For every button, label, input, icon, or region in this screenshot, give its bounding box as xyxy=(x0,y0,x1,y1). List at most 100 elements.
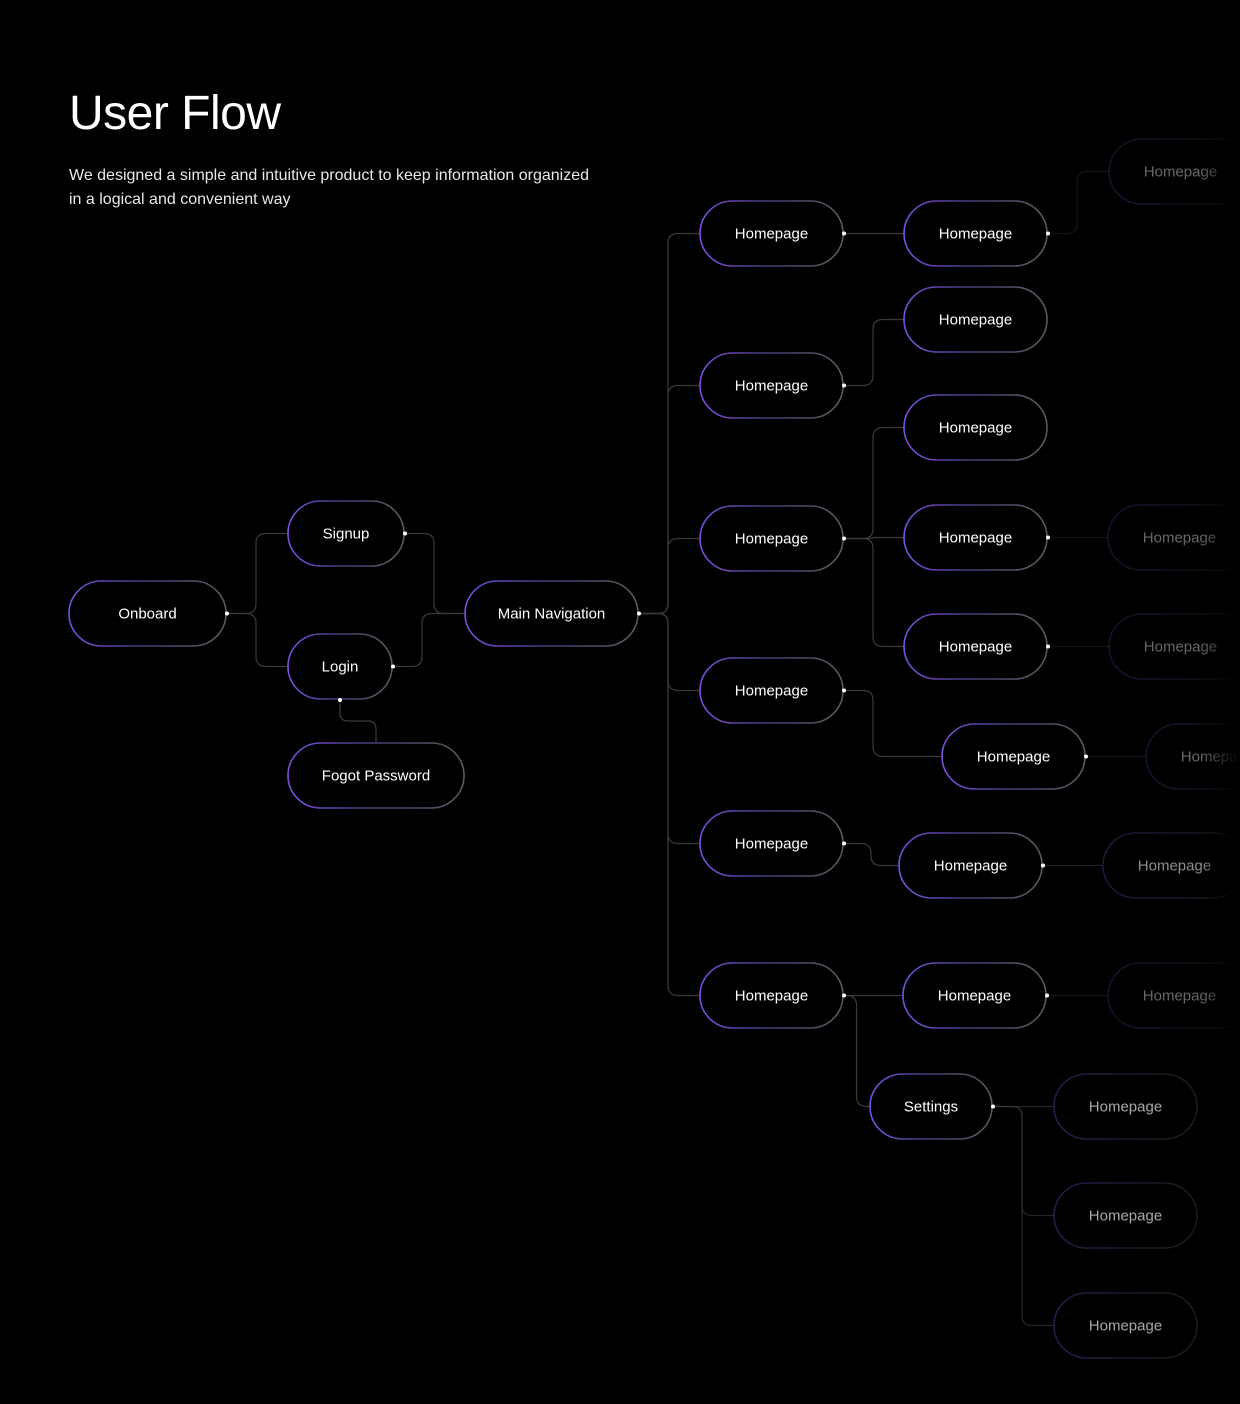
flow-node-settings[interactable]: Settings xyxy=(869,1073,995,1140)
connector-line xyxy=(843,536,904,540)
flow-node-hp6a[interactable]: Homepage xyxy=(902,962,1049,1029)
flow-node-hp5a1[interactable]: Homepage xyxy=(1102,832,1240,899)
flow-node-set2[interactable]: Homepage xyxy=(1053,1182,1198,1249)
node-label: Homepage xyxy=(1144,639,1217,656)
connector-line xyxy=(226,612,288,668)
connector-dot xyxy=(391,664,395,669)
connector-line xyxy=(638,384,700,615)
node-label: Homepage xyxy=(1144,164,1217,181)
flow-node-forgot[interactable]: Fogot Password xyxy=(287,742,465,809)
node-pill xyxy=(1053,1292,1198,1359)
node-label: Homepage xyxy=(735,378,808,395)
connector-line xyxy=(638,232,700,615)
connector-line xyxy=(843,318,904,387)
connector-dot xyxy=(842,383,846,388)
node-label: Homepage xyxy=(939,226,1012,243)
flow-node-hp3a[interactable]: Homepage xyxy=(903,394,1048,461)
connector-line xyxy=(843,426,904,540)
connector-line xyxy=(226,532,288,615)
node-label: Homepage xyxy=(735,226,808,243)
node-pill xyxy=(903,394,1048,461)
flow-node-hp4[interactable]: Homepage xyxy=(699,657,846,724)
connector-line xyxy=(638,612,700,845)
connector-dot xyxy=(1041,863,1045,868)
flow-node-hp3[interactable]: Homepage xyxy=(699,505,846,572)
connector-dot xyxy=(842,231,846,236)
node-label: Homepage xyxy=(934,858,1007,875)
connector-line xyxy=(843,537,904,648)
connector-dot xyxy=(637,611,641,616)
flow-node-hp3b[interactable]: Homepage xyxy=(903,504,1050,571)
flow-node-hp6a1[interactable]: Homepage xyxy=(1107,962,1240,1029)
flow-node-onboard[interactable]: Onboard xyxy=(68,580,229,647)
connector-dot xyxy=(225,611,229,616)
flow-node-hp3c1[interactable]: Homepage xyxy=(1108,613,1240,680)
flow-node-hp4a[interactable]: Homepage xyxy=(941,723,1088,790)
node-label: Homepage xyxy=(735,531,808,548)
node-label: Homepage xyxy=(939,639,1012,656)
connector-line xyxy=(1047,170,1109,235)
flow-node-set1[interactable]: Homepage xyxy=(1053,1073,1198,1140)
connector-lines xyxy=(226,170,1146,1327)
node-label: Homepage xyxy=(1089,1318,1162,1335)
connector-dot xyxy=(403,531,407,536)
flow-node-hp3c[interactable]: Homepage xyxy=(903,613,1050,680)
connector-dot xyxy=(991,1104,995,1109)
page-subtitle: We designed a simple and intuitive produ… xyxy=(69,167,590,208)
connector-line xyxy=(992,1105,1054,1327)
flow-node-hp4a1[interactable]: Homepage xyxy=(1145,723,1240,790)
connector-dot xyxy=(1045,993,1049,998)
flow-node-hp3b1[interactable]: Homepage xyxy=(1107,504,1240,571)
connector-dot xyxy=(1084,754,1088,759)
flow-node-signup[interactable]: Signup xyxy=(287,500,407,567)
node-label: Homepage xyxy=(939,530,1012,547)
connector-line xyxy=(843,994,870,1108)
connector-dot xyxy=(842,993,846,998)
node-label: Main Navigation xyxy=(498,606,606,623)
flow-node-hp2[interactable]: Homepage xyxy=(699,352,846,419)
connector-dot xyxy=(1046,644,1050,649)
flow-node-hp1a1[interactable]: Homepage xyxy=(1108,138,1240,205)
node-label: Homepage xyxy=(939,420,1012,437)
flow-node-hp1[interactable]: Homepage xyxy=(699,200,846,267)
connector-line xyxy=(843,689,942,758)
node-label: Settings xyxy=(904,1099,958,1116)
node-pill xyxy=(287,742,465,809)
flow-node-hp5a[interactable]: Homepage xyxy=(898,832,1045,899)
connector-dot xyxy=(842,841,846,846)
connector-dot xyxy=(338,698,342,702)
flow-node-set3[interactable]: Homepage xyxy=(1053,1292,1198,1359)
flow-node-main-nav[interactable]: Main Navigation xyxy=(464,580,641,647)
flow-node-login[interactable]: Login xyxy=(287,633,395,702)
flow-node-hp2a[interactable]: Homepage xyxy=(903,286,1048,353)
connector-line xyxy=(404,532,465,615)
connector-line xyxy=(392,612,465,668)
connector-dot xyxy=(1046,535,1050,540)
flow-node-hp5[interactable]: Homepage xyxy=(699,810,846,877)
connector-line xyxy=(638,612,700,997)
connector-dot xyxy=(842,536,846,541)
node-label: Fogot Password xyxy=(322,768,430,785)
node-label: Homepage xyxy=(1143,988,1216,1005)
node-label: Homepage xyxy=(977,749,1050,766)
node-pill xyxy=(1053,1073,1198,1140)
connector-line xyxy=(992,1105,1054,1217)
node-label: Homepage xyxy=(1089,1208,1162,1225)
connector-line xyxy=(339,699,377,743)
connector-line xyxy=(843,842,899,867)
connector-line xyxy=(638,612,700,692)
node-label: Homepage xyxy=(939,312,1012,329)
connector-dot xyxy=(1046,231,1050,236)
flow-node-hp1a[interactable]: Homepage xyxy=(903,200,1050,267)
flow-node-hp6[interactable]: Homepage xyxy=(699,962,846,1029)
node-label: Homepage xyxy=(735,683,808,700)
node-label: Homepage xyxy=(1089,1099,1162,1116)
connector-dot xyxy=(842,688,846,693)
node-pill xyxy=(1053,1182,1198,1249)
node-label: Login xyxy=(322,659,359,676)
node-label: Homepage xyxy=(938,988,1011,1005)
node-label: Homepage xyxy=(735,836,808,853)
node-label: Homepage xyxy=(1143,530,1216,547)
